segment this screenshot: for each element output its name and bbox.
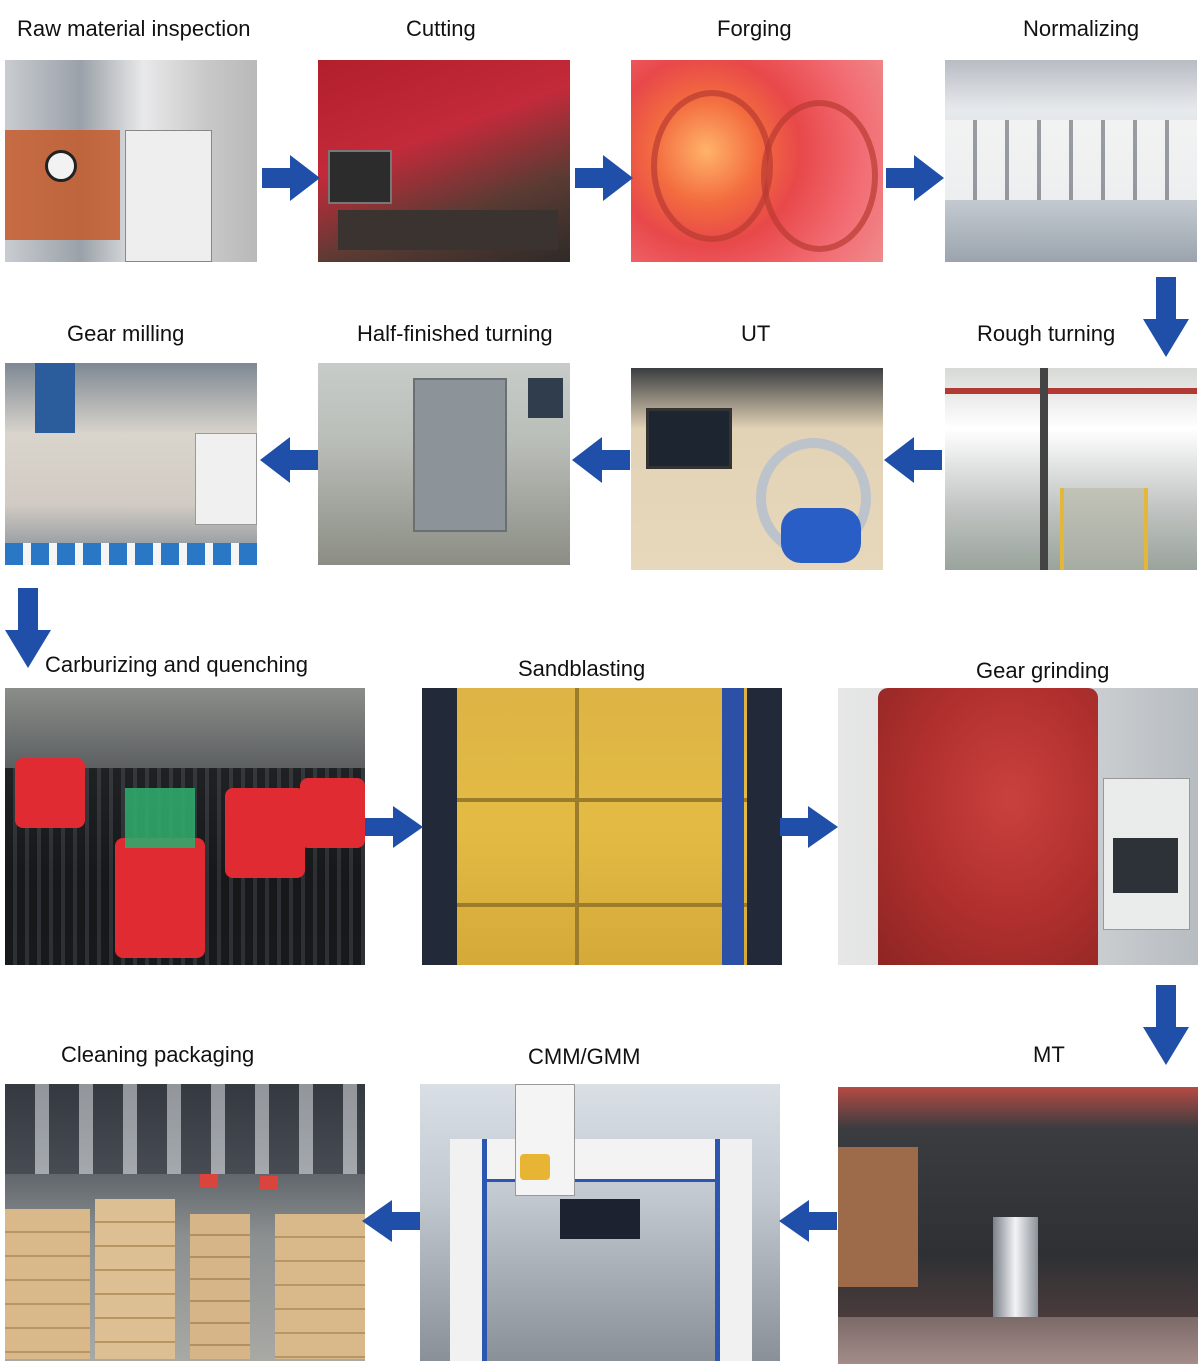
arrow-right-icon: [365, 806, 423, 848]
gear-grinder-photo: [838, 688, 1198, 965]
step-label-half-finished-turning: Half-finished turning: [357, 321, 553, 346]
arrow-left-icon: [260, 437, 318, 483]
step-label-mt: MT: [1033, 1042, 1065, 1067]
furnace-line-photo: [945, 60, 1197, 262]
step-label-gear-grinding: Gear grinding: [976, 658, 1110, 683]
impact-tester-photo: [5, 60, 257, 262]
arrow-right-icon: [575, 155, 633, 201]
arrow-down-icon: [1143, 277, 1189, 357]
step-label-gear-milling: Gear milling: [67, 321, 185, 346]
lathe-photo: [318, 363, 570, 565]
arrow-down-icon: [5, 588, 51, 668]
step-label-carburizing-and-quenching: Carburizing and quenching: [45, 652, 308, 677]
arrow-right-icon: [262, 155, 320, 201]
step-label-raw-material-inspection: Raw material inspection: [17, 16, 251, 41]
step-label-sandblasting: Sandblasting: [518, 656, 646, 681]
heat-treated-gears-photo: [5, 688, 365, 965]
step-label-forging: Forging: [717, 16, 792, 41]
sandblast-cabinet-photo: [422, 688, 782, 965]
arrow-right-icon: [780, 806, 838, 848]
arrow-left-icon: [884, 437, 942, 483]
step-label-normalizing: Normalizing: [1023, 16, 1140, 41]
band-saw-photo: [318, 60, 570, 262]
magnetic-particle-photo: [838, 1087, 1198, 1364]
arrow-right-icon: [886, 155, 944, 201]
cmm-machine-photo: [420, 1084, 780, 1361]
hobbing-machine-photo: [5, 363, 257, 565]
arrow-down-icon: [1143, 985, 1189, 1065]
cnc-workshop-photo: [945, 368, 1197, 570]
arrow-left-icon: [779, 1200, 837, 1242]
ultrasonic-tester-photo: [631, 368, 883, 570]
packaged-crates-photo: [5, 1084, 365, 1361]
hot-forging-photo: [631, 60, 883, 262]
arrow-left-icon: [572, 437, 630, 483]
step-label-cmm-gmm: CMM/GMM: [528, 1044, 641, 1069]
step-label-rough-turning: Rough turning: [977, 321, 1116, 346]
step-label-cutting: Cutting: [406, 16, 476, 41]
step-label-cleaning-packaging: Cleaning packaging: [61, 1042, 255, 1067]
arrow-left-icon: [362, 1200, 420, 1242]
step-label-ut: UT: [741, 321, 771, 346]
